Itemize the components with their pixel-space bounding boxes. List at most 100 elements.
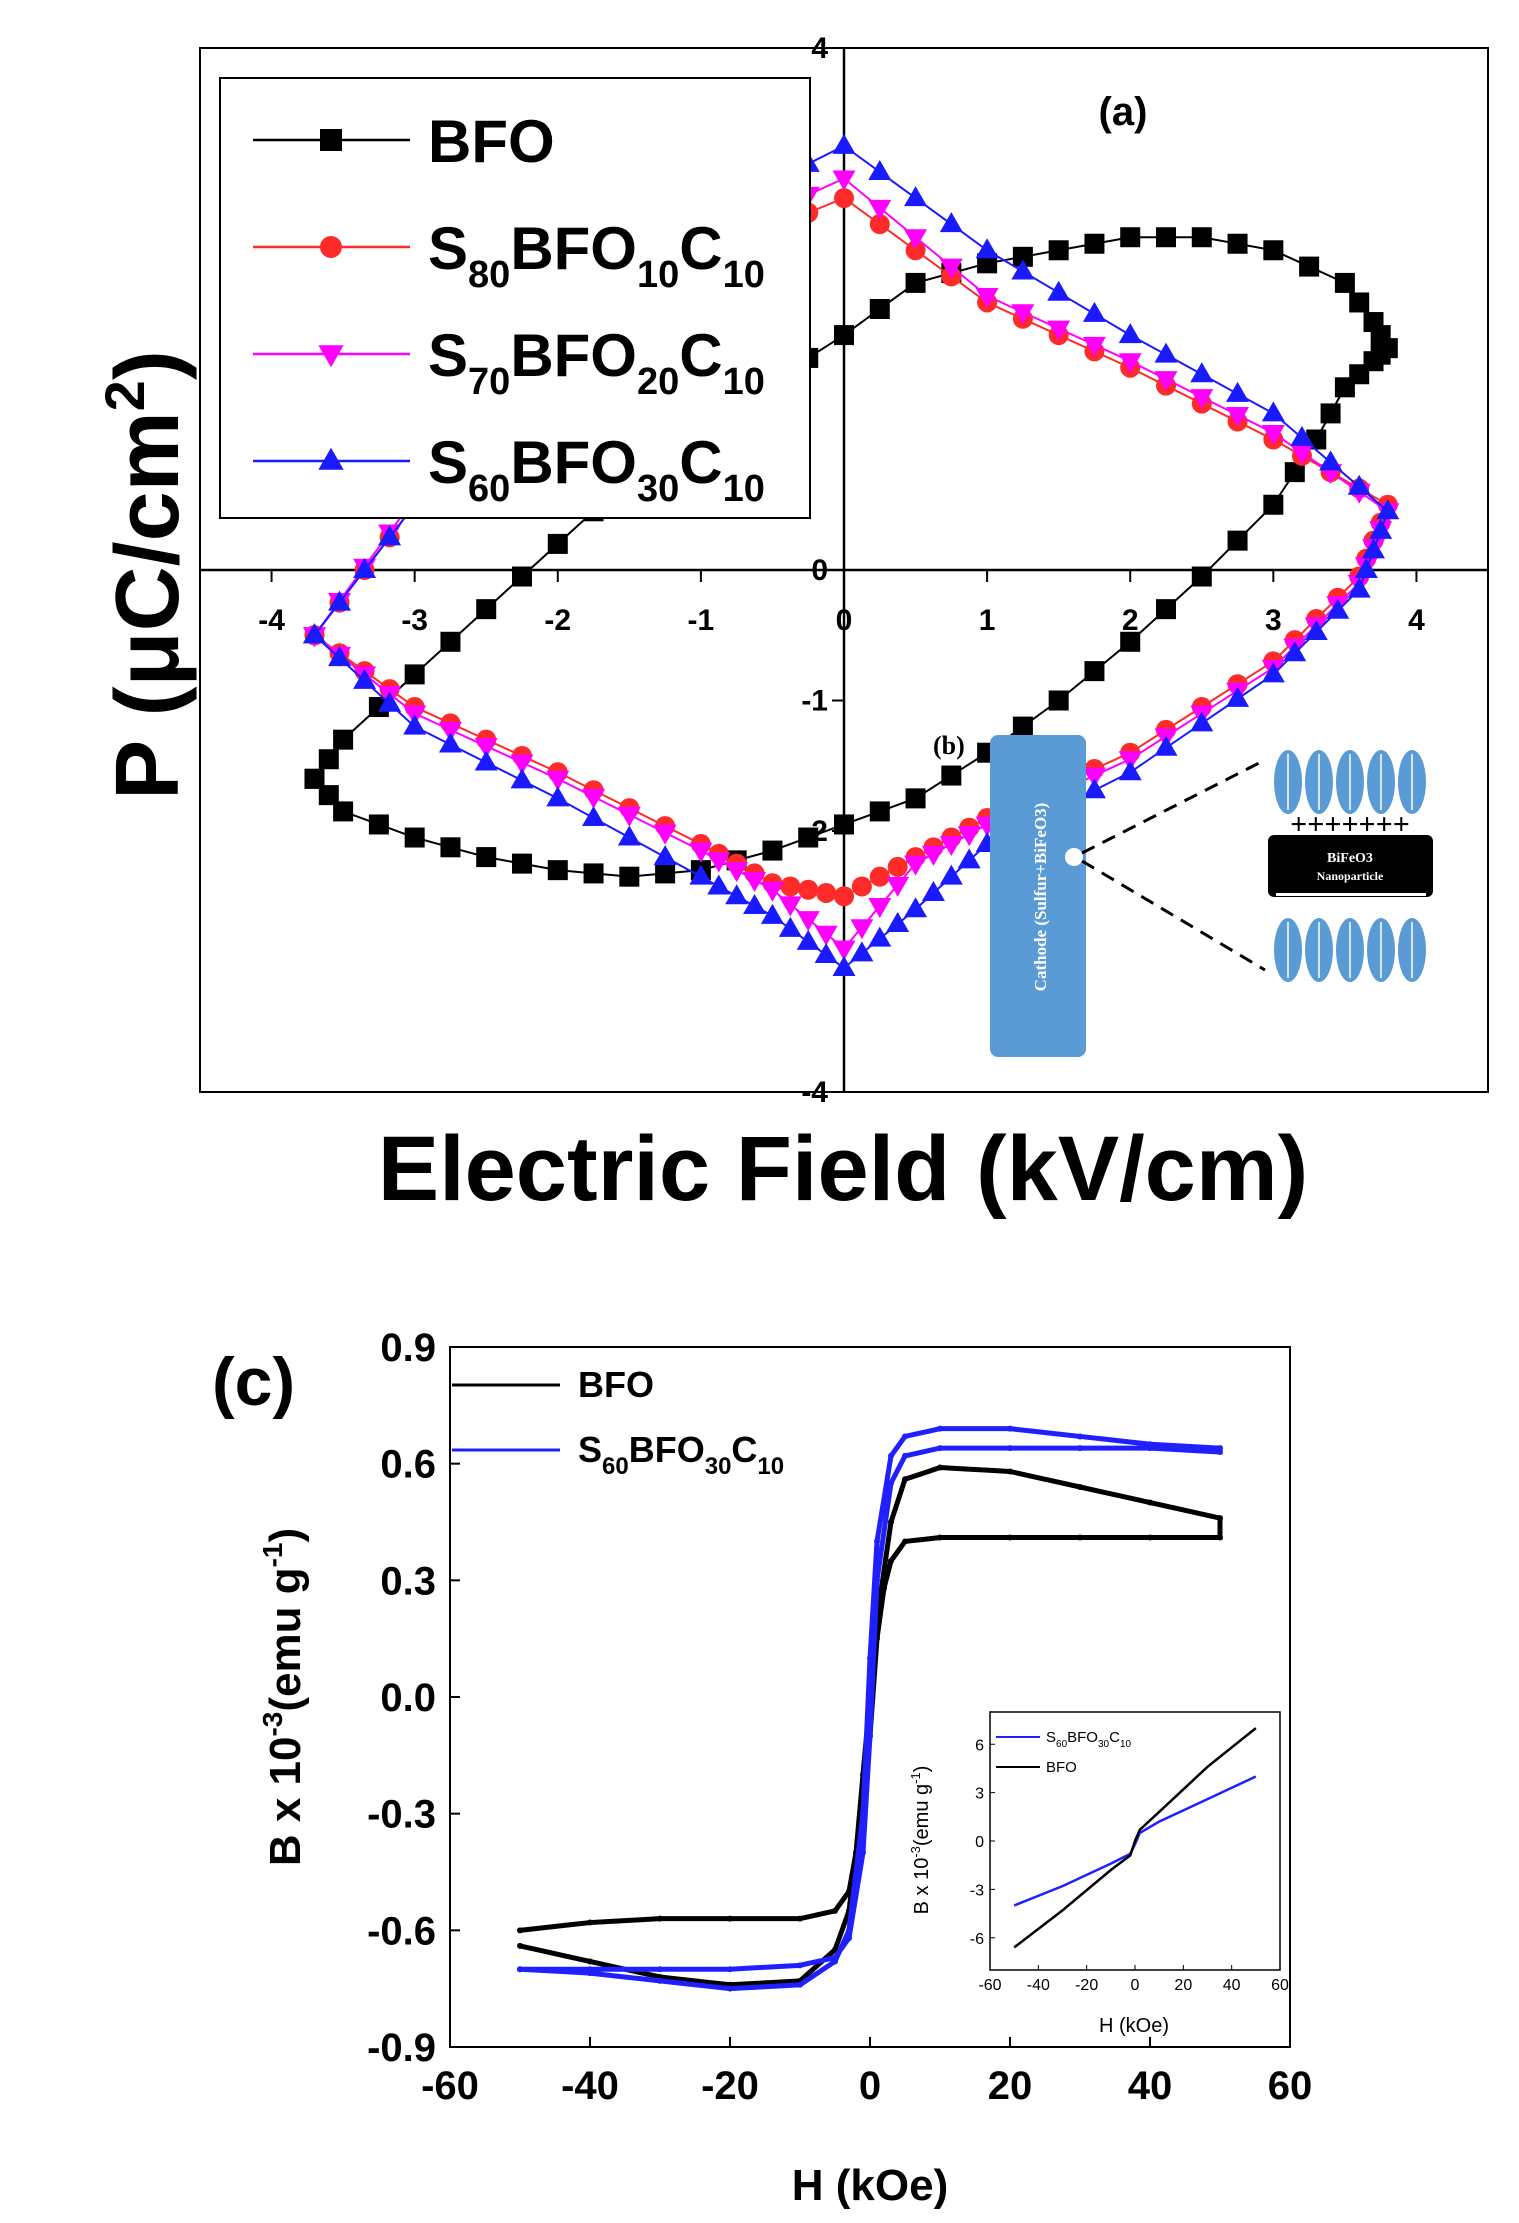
data-point-s60bfo30c10 — [1369, 518, 1393, 539]
data-point-bfo — [657, 1915, 663, 1922]
data-point-s60bfo30c10 — [1347, 474, 1371, 495]
data-point-bfo — [1007, 1468, 1013, 1475]
data-point-s60bfo30c10 — [1007, 1425, 1013, 1432]
data-point-s60bfo30c10 — [725, 884, 749, 905]
nanoparticle-formula: BiFeO3 — [1327, 851, 1373, 866]
panel-a-x-tick-label: -3 — [401, 604, 428, 637]
inset-x-tick-label: 60 — [1271, 1977, 1289, 1994]
data-point-s60bfo30c10 — [743, 894, 767, 915]
data-point-s60bfo30c10 — [1082, 301, 1106, 322]
data-point-bfo — [304, 768, 325, 789]
data-point-s60bfo30c10 — [378, 525, 402, 546]
data-point-s60bfo30c10 — [657, 1977, 663, 1984]
inset-x-tick-label: 20 — [1174, 1977, 1192, 1994]
data-point-bfo — [1084, 233, 1105, 254]
data-point-s80bfo10c10 — [851, 876, 872, 897]
panel-a-y-axis-label: P (μC/cm2) — [93, 350, 198, 800]
data-point-bfo — [1012, 716, 1033, 737]
panel-a-x-tick-label: -1 — [688, 604, 715, 637]
inset-x-tick-label: -40 — [1027, 1977, 1050, 1994]
zoom-line-top — [1081, 758, 1266, 855]
data-point-s60bfo30c10 — [1347, 577, 1371, 598]
panel-c-y-tick-label: -0.6 — [367, 1909, 436, 1953]
data-point-bfo — [476, 847, 497, 868]
panel-a-x-axis-label: Electric Field (kV/cm) — [378, 1118, 1309, 1220]
data-point-s70bfo20c10 — [725, 862, 749, 883]
data-point-bfo — [881, 1585, 887, 1592]
panel-a-x-tick-label: 1 — [979, 604, 996, 637]
data-point-s70bfo20c10 — [1011, 304, 1035, 325]
data-point-s60bfo30c10 — [1226, 686, 1250, 707]
data-point-s60bfo30c10 — [328, 646, 352, 667]
data-point-s60bfo30c10 — [760, 903, 784, 924]
data-point-s60bfo30c10 — [653, 845, 677, 866]
data-point-s70bfo20c10 — [1261, 424, 1285, 445]
data-point-s60bfo30c10 — [1011, 259, 1035, 280]
nanoparticle-plus-top: +++++++ — [1290, 808, 1410, 841]
data-point-bfo — [1227, 530, 1248, 551]
panel-b-label: (b) — [933, 731, 965, 760]
data-point-s70bfo20c10 — [904, 855, 928, 876]
data-point-s60bfo30c10 — [939, 212, 963, 233]
data-point-bfo — [1120, 631, 1141, 652]
data-point-s70bfo20c10 — [582, 788, 606, 809]
data-point-s70bfo20c10 — [1082, 767, 1106, 788]
data-point-bfo — [404, 664, 425, 685]
data-point-s60bfo30c10 — [546, 786, 570, 807]
data-point-s60bfo30c10 — [814, 942, 838, 963]
panel-a-x-tick-label: 3 — [1265, 604, 1282, 637]
data-point-bfo — [517, 1927, 523, 1934]
data-point-s70bfo20c10 — [814, 925, 838, 946]
data-point-bfo — [1334, 272, 1355, 293]
data-point-s60bfo30c10 — [1319, 450, 1343, 471]
inset-x-tick-label: -60 — [978, 1977, 1001, 1994]
data-point-bfo — [869, 299, 890, 319]
inset-y-tick-label: 0 — [975, 1834, 984, 1851]
data-point-bfo — [333, 801, 354, 822]
data-point-s80bfo10c10 — [887, 856, 908, 877]
nanoparticle-minus-bar — [1276, 893, 1426, 896]
data-point-bfo — [1084, 661, 1105, 682]
data-point-bfo — [905, 272, 926, 293]
data-point-bfo — [587, 1919, 593, 1926]
panel-c-x-tick-label: 20 — [988, 2064, 1033, 2108]
data-point-s60bfo30c10 — [832, 956, 856, 977]
data-point-s80bfo10c10 — [869, 866, 890, 887]
panel-a-legend-box — [219, 77, 811, 519]
data-point-s80bfo10c10 — [905, 240, 926, 261]
data-point-bfo — [1191, 566, 1212, 587]
data-point-s70bfo20c10 — [868, 199, 892, 220]
data-point-bfo — [834, 325, 854, 346]
data-point-s60bfo30c10 — [438, 732, 462, 753]
data-point-bfo — [1012, 246, 1033, 267]
data-point-s70bfo20c10 — [1290, 444, 1314, 465]
data-point-s70bfo20c10 — [438, 721, 462, 742]
data-point-bfo — [727, 1915, 733, 1922]
panel-b-schematic: (b) Cathode (Sulfur+BiFeO3) +++++++ BiFe… — [933, 731, 1433, 1057]
data-point-bfo — [333, 729, 354, 750]
cathode-label: Cathode (Sulfur+BiFeO3) — [1031, 803, 1050, 992]
data-point-bfo — [905, 788, 926, 809]
data-point-s60bfo30c10 — [1077, 1445, 1083, 1452]
data-point-bfo — [512, 566, 532, 587]
panel-c-y-axis-label: B x 10-3(emu g-1) — [257, 1528, 310, 1866]
data-point-s60bfo30c10 — [846, 1927, 852, 1934]
data-point-s70bfo20c10 — [689, 842, 713, 863]
data-point-bfo — [1077, 1534, 1083, 1541]
data-point-s70bfo20c10 — [1118, 353, 1142, 374]
data-point-bfo — [1284, 462, 1305, 483]
inset-y-tick-label: 3 — [975, 1786, 984, 1803]
data-point-s60bfo30c10 — [1376, 499, 1400, 520]
data-point-s70bfo20c10 — [1082, 336, 1106, 357]
data-point-s60bfo30c10 — [832, 1958, 838, 1965]
data-point-s70bfo20c10 — [939, 836, 963, 857]
data-point-s70bfo20c10 — [546, 770, 570, 791]
data-point-s70bfo20c10 — [707, 852, 731, 873]
data-point-s60bfo30c10 — [1118, 323, 1142, 344]
